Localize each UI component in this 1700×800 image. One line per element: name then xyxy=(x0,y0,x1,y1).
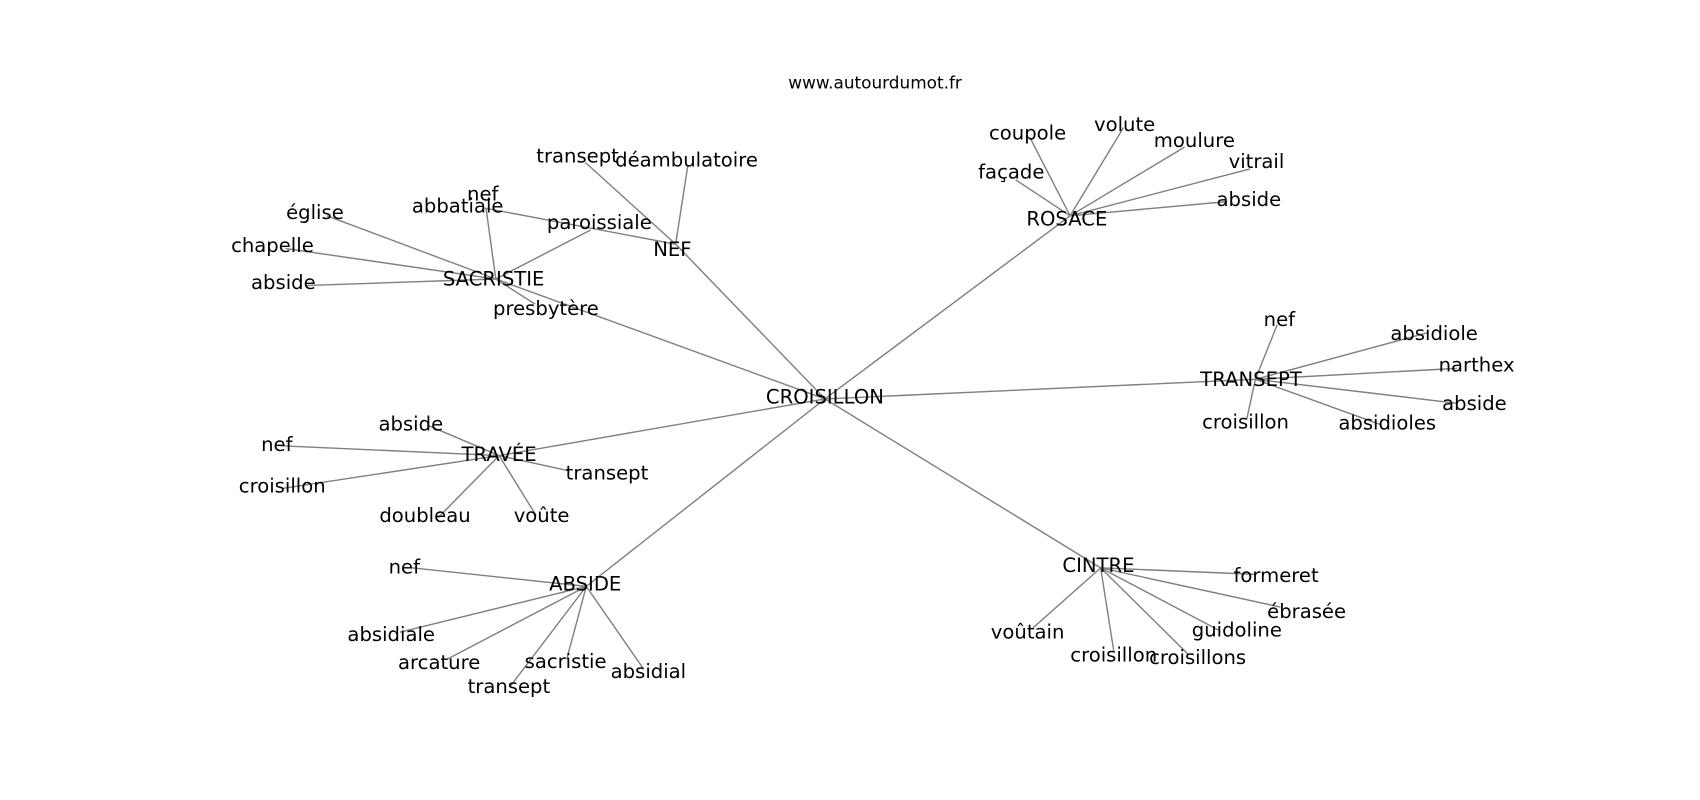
edge-croisillon_c-cintre_h xyxy=(824,398,1102,569)
edge-travee_h-trv_croisillon xyxy=(283,454,500,489)
edge-sacristie_h-sac_nef xyxy=(485,208,497,280)
hub-node-travee-h[interactable]: TRAVÉE xyxy=(461,443,537,466)
edge-rosace_h-ros_abside xyxy=(1070,200,1228,217)
hub-node-rosace-h[interactable]: ROSACE xyxy=(1026,208,1107,231)
edge-sacristie_h-sac_chapelle xyxy=(285,247,496,280)
word-node-sac-presbytere[interactable]: presbytère xyxy=(493,297,599,320)
word-node-ros-volute[interactable]: volute xyxy=(1094,113,1155,136)
word-node-nef-deambulatoire[interactable]: déambulatoire xyxy=(615,149,758,172)
edge-rosace_h-ros_vitrail xyxy=(1069,168,1251,217)
edge-abside_h-abs_nef xyxy=(411,567,587,588)
site-title: www.autourdumot.fr xyxy=(788,72,962,92)
word-node-tra-narthex[interactable]: narthex xyxy=(1439,354,1515,377)
edge-croisillon_c-transept_h xyxy=(824,378,1256,400)
edge-croisillon_c-rosace_h xyxy=(824,215,1071,400)
edge-croisillon_c-sacristie_h xyxy=(495,278,826,400)
hub-node-cintre-h[interactable]: CINTRE xyxy=(1062,554,1134,577)
edge-nef_h-nef_abbatiale xyxy=(484,207,676,245)
edge-travee_h-trv_doubleau xyxy=(437,455,500,519)
word-node-cin-formeret[interactable]: formeret xyxy=(1234,564,1319,587)
word-node-trv-transept[interactable]: transept xyxy=(566,462,649,485)
edge-cintre_h-cin_formeret xyxy=(1100,567,1256,576)
edge-travee_h-trv_transept xyxy=(498,454,569,472)
edge-transept_h-tra_absidiole xyxy=(1255,331,1429,380)
word-node-abs-absidiale[interactable]: absidiale xyxy=(347,623,435,646)
word-node-cin-voutain[interactable]: voûtain xyxy=(991,621,1065,644)
hub-node-transept-h[interactable]: TRANSEPT xyxy=(1199,368,1303,391)
word-node-cin-ebrasee[interactable]: ébrasée xyxy=(1267,600,1346,623)
word-node-cin-croisillons[interactable]: croisillons xyxy=(1149,646,1246,669)
edge-abside_h-abs_absidial xyxy=(585,585,644,669)
word-node-ros-moulure[interactable]: moulure xyxy=(1154,129,1235,152)
word-node-abs-nef[interactable]: nef xyxy=(389,555,421,578)
edge-nef_h-nef_transept xyxy=(584,161,677,245)
edge-transept_h-tra_croisillon xyxy=(1245,379,1257,420)
edge-travee_h-trv_abside xyxy=(426,424,500,457)
edge-croisillon_c-nef_h xyxy=(675,243,826,400)
edge-sacristie_h-sac_presbytere xyxy=(495,278,536,305)
edge-rosace_h-ros_volute xyxy=(1069,127,1125,217)
word-node-tra-abside[interactable]: abside xyxy=(1442,392,1507,415)
edge-abside_h-abs_absidiale xyxy=(399,585,587,633)
edge-cintre_h-cin_voutain xyxy=(1032,567,1102,629)
edge-rosace_h-ros_moulure xyxy=(1069,146,1185,217)
edge-abside_h-abs_arcature xyxy=(446,585,587,661)
word-node-abs-sacristie[interactable]: sacristie xyxy=(525,650,607,673)
edges-layer xyxy=(281,127,1458,688)
edge-abside_h-abs_sacristie xyxy=(565,586,587,660)
word-node-cin-croisillon[interactable]: croisillon xyxy=(1070,644,1157,667)
edge-rosace_h-ros_coupole xyxy=(1029,137,1071,217)
word-node-abs-absidial[interactable]: absidial xyxy=(611,660,686,683)
edge-sacristie_h-sac_paroissiale xyxy=(495,229,591,280)
edge-sacristie_h-sac_abside xyxy=(305,278,496,287)
word-node-ros-vitrail[interactable]: vitrail xyxy=(1229,150,1285,173)
edge-transept_h-tra_narthex xyxy=(1255,367,1458,380)
word-node-abs-transept[interactable]: transept xyxy=(468,675,551,698)
word-node-tra-absidiole[interactable]: absidiole xyxy=(1390,322,1478,345)
word-node-sac-abside[interactable]: abside xyxy=(251,271,316,294)
edge-transept_h-tra_absidioles xyxy=(1255,378,1383,426)
labels-layer: CROISILLON NEF ROSACE SACRISTIE TRANSEPT TRAV… xyxy=(231,113,1514,698)
word-node-trv-abside[interactable]: abside xyxy=(379,413,444,436)
edge-travee_h-trv_nef xyxy=(281,445,500,457)
edge-croisillon_c-abside_h xyxy=(585,398,826,587)
edge-transept_h-tra_nef xyxy=(1254,324,1278,380)
word-node-ros-coupole[interactable]: coupole xyxy=(989,122,1066,145)
edge-rosace_h-ros_facade xyxy=(1015,179,1071,217)
word-node-sac-nef[interactable]: nef xyxy=(467,183,499,206)
edge-cintre_h-cin_ebrasee xyxy=(1100,567,1281,608)
edge-cintre_h-cin_croisillons xyxy=(1100,567,1189,655)
word-node-sac-eglise[interactable]: église xyxy=(286,201,344,224)
edge-cintre_h-cin_croisillon xyxy=(1099,567,1115,651)
word-node-trv-voute[interactable]: voûte xyxy=(514,504,570,527)
word-node-sac-paroissiale[interactable]: paroissiale xyxy=(547,211,652,234)
edge-travee_h-trv_voute xyxy=(498,455,537,516)
word-node-ros-abside[interactable]: abside xyxy=(1217,188,1282,211)
word-node-trv-croisillon[interactable]: croisillon xyxy=(239,475,326,498)
word-node-tra-nef[interactable]: nef xyxy=(1264,308,1296,331)
word-node-ros-facade[interactable]: façade xyxy=(978,161,1044,184)
word-node-cin-guidoline[interactable]: guidoline xyxy=(1192,619,1282,642)
edge-cintre_h-cin_guidoline xyxy=(1100,567,1219,631)
word-node-trv-doubleau[interactable]: doubleau xyxy=(379,504,470,527)
word-node-trv-nef[interactable]: nef xyxy=(261,433,293,456)
word-node-nef-abbatiale[interactable]: abbatiale xyxy=(412,195,504,218)
word-node-tra-absidioles[interactable]: absidioles xyxy=(1338,411,1436,434)
edge-abside_h-abs_transept xyxy=(509,585,587,688)
hub-node-croisillon-c[interactable]: CROISILLON xyxy=(766,385,884,408)
word-node-tra-croisillon[interactable]: croisillon xyxy=(1202,410,1289,433)
edge-sacristie_h-sac_eglise xyxy=(326,215,497,280)
word-node-nef-transept[interactable]: transept xyxy=(536,144,619,167)
word-node-abs-arcature[interactable]: arcature xyxy=(398,651,480,674)
edge-transept_h-tra_abside xyxy=(1255,378,1458,404)
hub-node-abside-h[interactable]: ABSIDE xyxy=(549,573,621,596)
hub-node-nef-h[interactable]: NEF xyxy=(653,238,691,261)
edge-croisillon_c-travee_h xyxy=(498,398,826,457)
edge-nef_h-nef_deambulatoire xyxy=(674,166,689,245)
word-node-sac-chapelle[interactable]: chapelle xyxy=(231,234,314,257)
hub-node-sacristie-h[interactable]: SACRISTIE xyxy=(443,268,545,291)
